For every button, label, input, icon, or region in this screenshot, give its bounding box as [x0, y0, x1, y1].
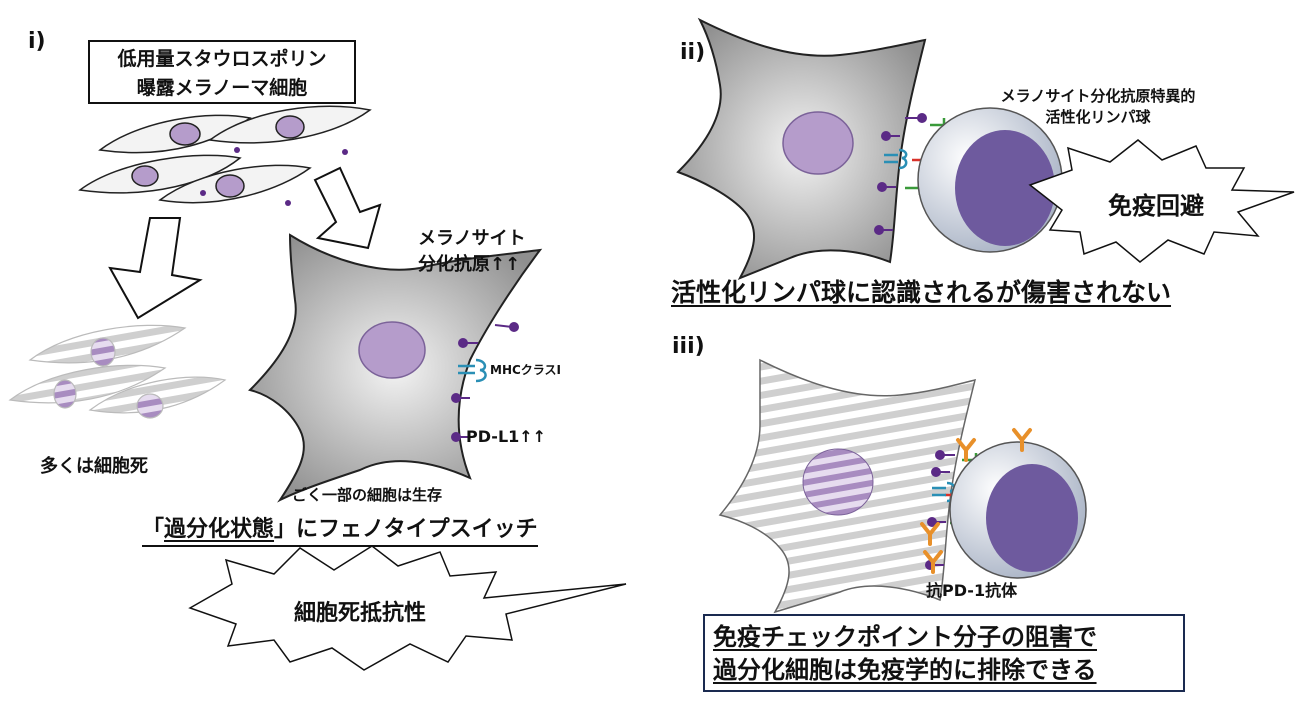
- survivor-surface-markers: [451, 322, 519, 442]
- pdl1-label: PD-L1↑↑: [466, 427, 547, 446]
- spindle-cell-cluster: [78, 105, 372, 204]
- differentiation-antigen-label: メラノサイト 分化抗原↑↑: [418, 226, 526, 278]
- dying-cells: [8, 324, 227, 419]
- conclusion-line2: 過分化細胞は免疫学的に排除できる: [713, 656, 1097, 684]
- burst-shape-i: [188, 545, 627, 671]
- panel-i-label: i): [28, 29, 46, 54]
- phenotype-switch-caption: 「過分化状態」にフェノタイプスイッチ: [142, 511, 538, 547]
- marker-line2: 分化抗原↑↑: [418, 254, 521, 275]
- survivor-cell: [248, 233, 543, 503]
- death-caption: 多くは細胞死: [40, 456, 148, 477]
- panel-ii-cell: [676, 17, 927, 280]
- down-arrow-to-death: [108, 217, 203, 320]
- lymphocyte-label: メラノサイト分化抗原特異的 活性化リンパ球: [968, 86, 1228, 128]
- marker-line1: メラノサイト: [418, 228, 526, 249]
- anti-pd1-antibody-icons: [920, 428, 1032, 574]
- title-box-line2: 曝露メラノーマ細胞: [136, 77, 308, 99]
- panel-ii-caption: 活性化リンパ球に認識されるが傷害されない: [671, 278, 1172, 307]
- lymph-line2: 活性化リンパ球: [1045, 108, 1151, 126]
- lymph-line1: メラノサイト分化抗原特異的: [1000, 87, 1196, 105]
- panel-iii-cell: [718, 358, 977, 614]
- anti-pd1-label: 抗PD-1抗体: [926, 581, 1018, 600]
- panel-ii-lymphocyte: [917, 107, 1063, 253]
- small-marker-dots: [200, 147, 348, 206]
- panel-iii-markers: [925, 450, 955, 570]
- panel-ii-label: ii): [680, 40, 706, 65]
- down-arrow-to-survivor: [313, 166, 382, 250]
- mhc-class-i-icon: [458, 358, 487, 383]
- title-box-melanoma: 低用量スタウロスポリン 曝露メラノーマ細胞: [88, 40, 356, 104]
- immune-evasion-label: 免疫回避: [1108, 192, 1204, 220]
- switch-suffix: 」にフェノタイプスイッチ: [274, 517, 538, 542]
- panel-ii-markers: [874, 113, 927, 235]
- panel-iii-lymphocyte: [949, 441, 1087, 579]
- panel-iii-label: iii): [672, 334, 705, 359]
- title-box-line1: 低用量スタウロスポリン: [117, 48, 327, 70]
- burst-shape-ii: [1028, 139, 1295, 263]
- switch-emphasis: 過分化状態: [164, 517, 275, 542]
- death-resistance-label: 細胞死抵抗性: [294, 601, 427, 626]
- mhc-class-i-label: MHCクラスI: [490, 363, 562, 377]
- survive-caption: ごく一部の細胞は生存: [292, 486, 443, 504]
- switch-prefix: 「: [142, 517, 165, 542]
- conclusion-box: 免疫チェックポイント分子の阻害で 過分化細胞は免疫学的に排除できる: [703, 614, 1185, 692]
- conclusion-line1: 免疫チェックポイント分子の阻害で: [713, 623, 1097, 651]
